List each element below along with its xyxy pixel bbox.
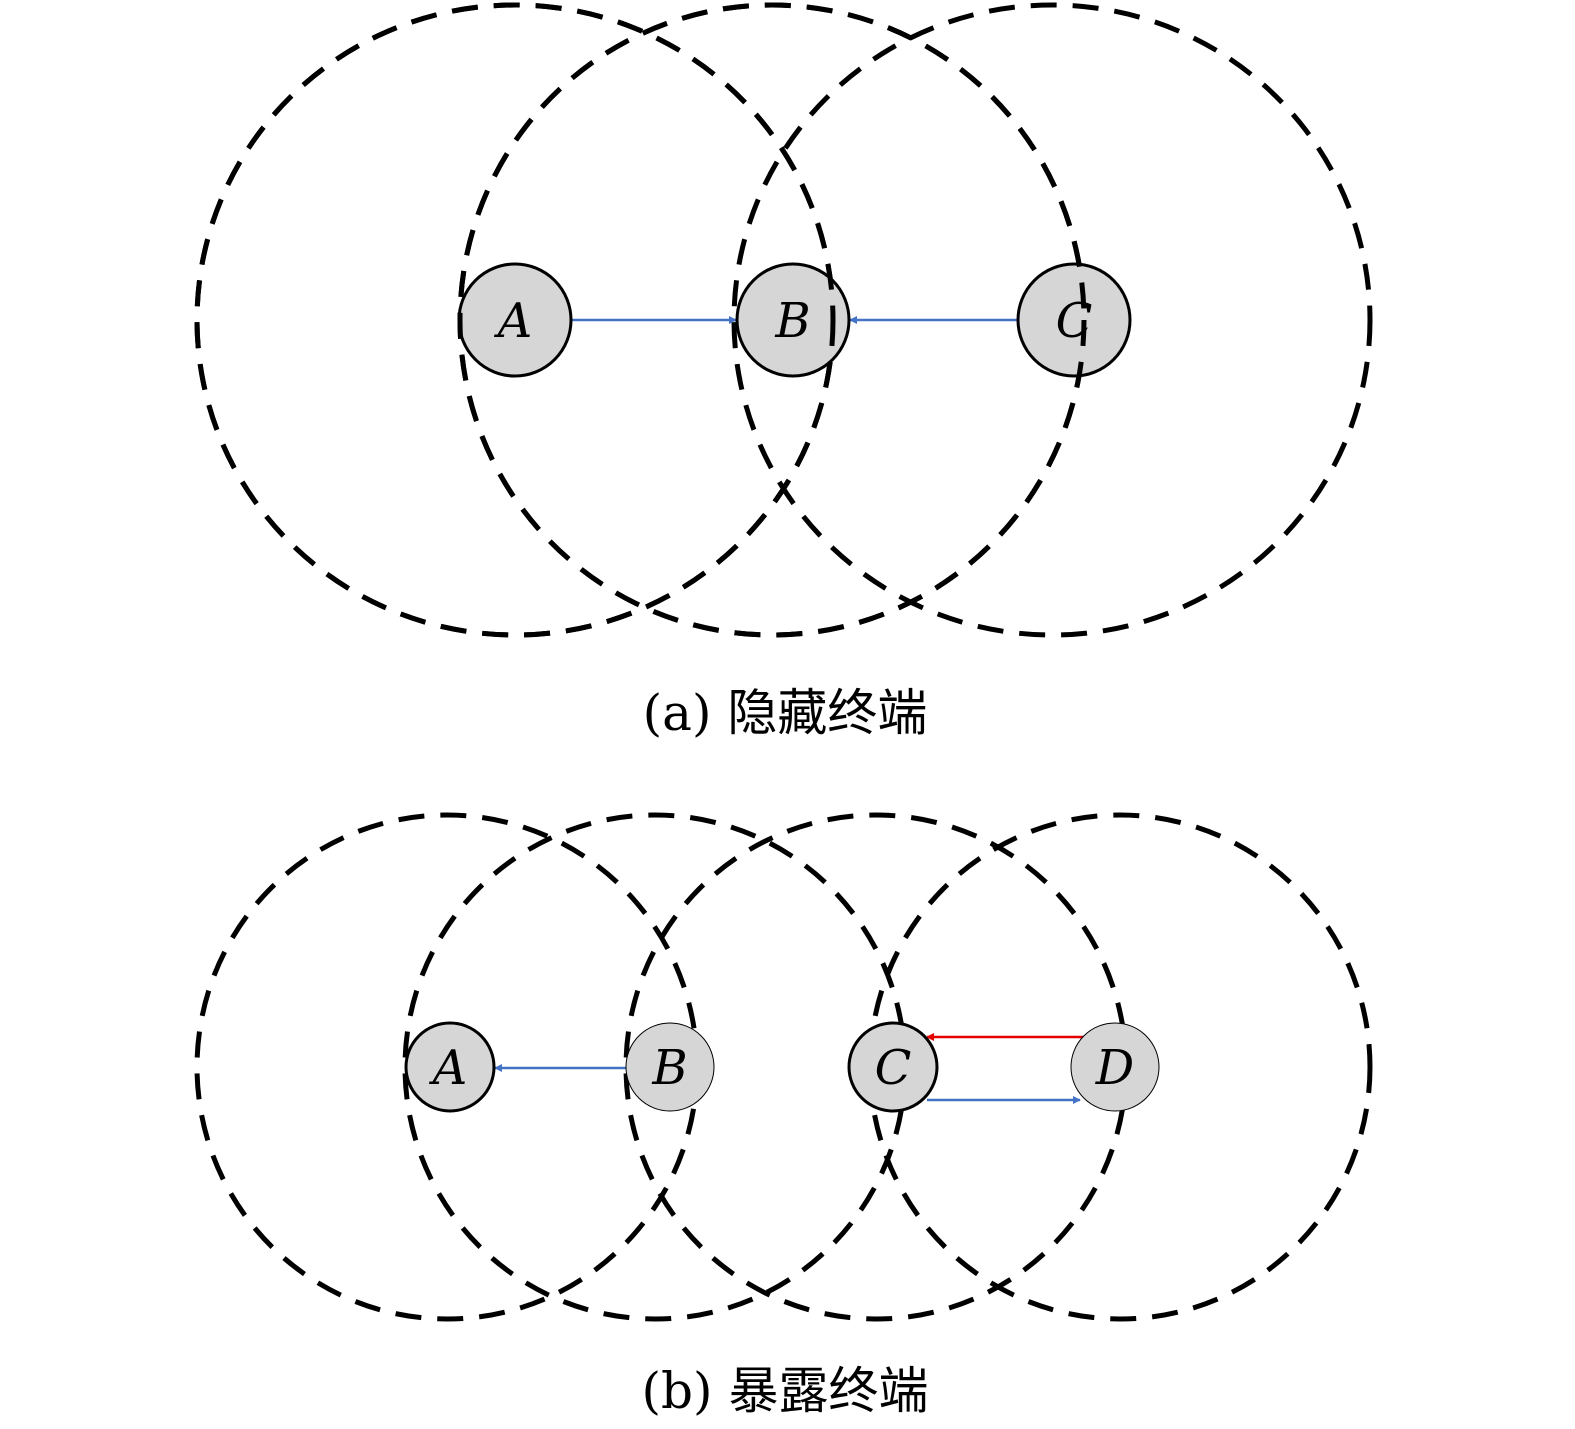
- node-d-label: D: [1095, 1040, 1134, 1096]
- node-c-label: C: [875, 1040, 912, 1096]
- node-c-label: C: [1056, 293, 1093, 349]
- node-a: [404, 1021, 496, 1113]
- caption-a: (a) 隐藏终端: [643, 684, 928, 742]
- node-b-label: B: [774, 293, 810, 349]
- range-overlay-a: [194, 2, 836, 638]
- node-a-label: A: [494, 293, 533, 349]
- panel-b: A B C D (b) 暴露终端: [194, 812, 1373, 1420]
- node-d: [1070, 1022, 1160, 1112]
- node-a-label: A: [429, 1040, 468, 1096]
- caption-b: (b) 暴露终端: [642, 1362, 929, 1420]
- range-overlay-b: [460, 5, 1084, 635]
- range-circle-d: [867, 812, 1373, 1322]
- node-c: [1016, 262, 1132, 378]
- panel-a: A B C (a) 隐藏终端: [194, 2, 1373, 742]
- node-b: [735, 262, 851, 378]
- node-c: [847, 1021, 939, 1113]
- node-b-label: B: [651, 1040, 687, 1096]
- range-circle-c: [731, 2, 1373, 638]
- node-b: [625, 1022, 715, 1112]
